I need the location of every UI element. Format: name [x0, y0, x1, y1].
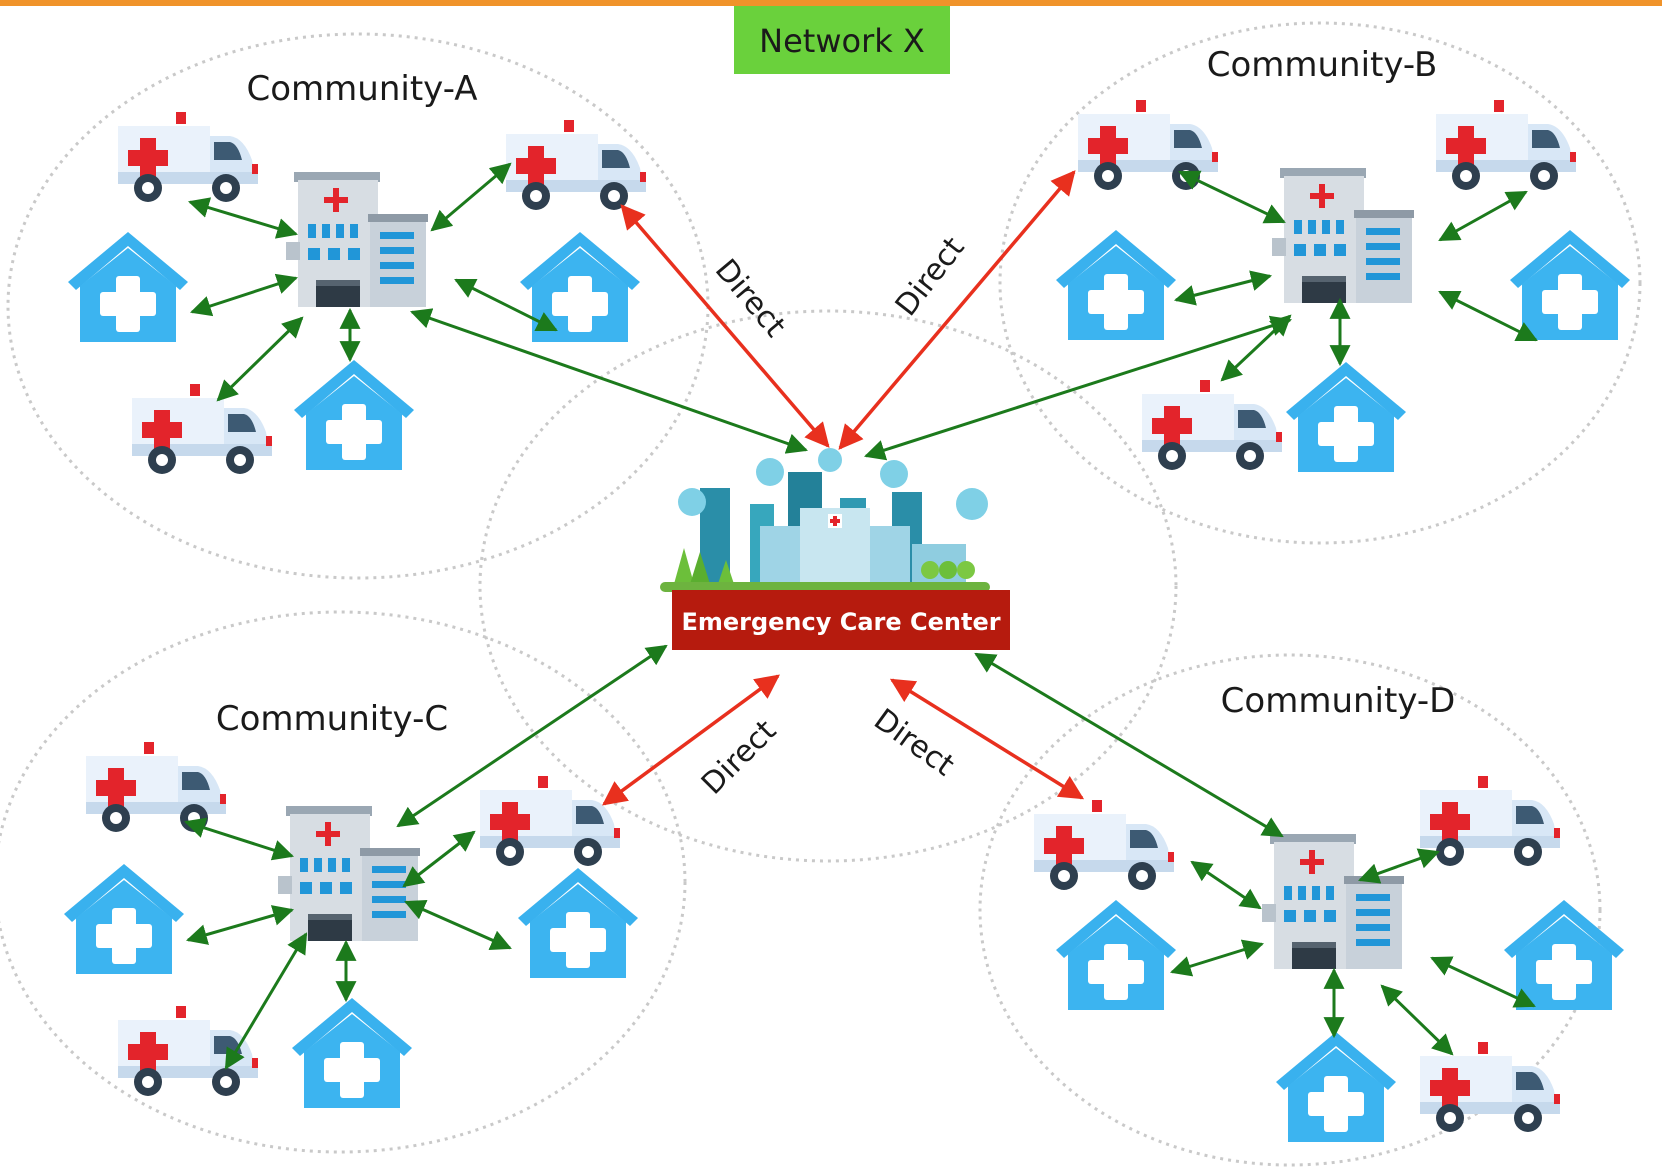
- location-icon: [818, 448, 842, 472]
- link-a-amb2: [430, 162, 512, 232]
- link-b-clinic2: [1438, 290, 1538, 342]
- link-d-amb1: [1190, 860, 1262, 910]
- ambulance-icon: [1078, 100, 1218, 190]
- community-c-label: Community-C: [216, 699, 448, 739]
- link-c-clinic2: [404, 900, 512, 950]
- clinic-house-icon: [1276, 1032, 1396, 1142]
- community-c-boundary: [0, 610, 687, 1154]
- link-b-amb1: [1178, 170, 1286, 224]
- direct-link-d: [889, 678, 1085, 800]
- clinic-house-icon: [518, 868, 638, 978]
- city-skyline-icon: [660, 472, 990, 592]
- community-d-boundary: [978, 653, 1602, 1167]
- ambulance-icon: [86, 742, 226, 832]
- ambulance-icon: [1420, 776, 1560, 866]
- clinic-house-icon: [294, 360, 414, 470]
- ambulance-icon: [506, 120, 646, 210]
- clinic-house-icon: [64, 864, 184, 974]
- direct-link-c: [602, 674, 780, 806]
- chart-icon: [956, 488, 988, 520]
- ambulance-icon: [480, 776, 620, 866]
- ambulance-icon: [1034, 800, 1174, 890]
- direct-label-a: Direct: [708, 253, 793, 344]
- link-b-amb2: [1438, 190, 1528, 242]
- monitor-icon: [880, 460, 908, 488]
- ecc-label-bg: [672, 590, 1010, 650]
- clinic-house-icon: [1056, 900, 1176, 1010]
- direct-links: [602, 170, 1085, 806]
- ecc-label-text: Emergency Care Center: [681, 608, 1000, 636]
- network-label: Network X: [734, 6, 950, 74]
- network-label-text: Network X: [759, 22, 925, 60]
- link-c-clinic1: [185, 905, 295, 945]
- ambulance-icon: [1436, 100, 1576, 190]
- ambulance-icon: [118, 112, 258, 202]
- clinic-house-icon: [292, 998, 412, 1108]
- clinic-house-icon: [520, 232, 640, 342]
- hospital-building-icon: [286, 172, 428, 307]
- link-c-amb2: [402, 830, 476, 888]
- community-d-label: Community-D: [1221, 681, 1456, 721]
- link-c-amb1: [184, 817, 294, 861]
- link-d-clinic2: [1430, 956, 1536, 1008]
- link-d-amb3: [1380, 984, 1454, 1056]
- community-b-label: Community-B: [1207, 45, 1438, 85]
- clinic-house-icon: [1056, 230, 1176, 340]
- community-a: [68, 112, 646, 474]
- clinic-house-icon: [1504, 900, 1624, 1010]
- community-a-label: Community-A: [247, 69, 478, 109]
- link-a-amb1: [187, 197, 299, 239]
- emergency-care-center: Emergency Care Center: [660, 448, 1010, 650]
- direct-link-b: [838, 170, 1076, 450]
- link-a-amb3: [216, 316, 304, 402]
- link-b-amb3: [1220, 314, 1292, 382]
- top-accent-bar: [0, 0, 1662, 6]
- link-d-clinic1: [1169, 939, 1265, 977]
- community-b: [1056, 100, 1630, 472]
- link-b-clinic1: [1173, 270, 1273, 306]
- link-c-amb3: [224, 932, 308, 1070]
- direct-link-a: [620, 204, 830, 448]
- clinic-house-icon: [1286, 362, 1406, 472]
- ambulance-badge-icon: [756, 458, 784, 486]
- link-d-amb2: [1358, 848, 1440, 884]
- hospital-building-icon: [1272, 168, 1414, 303]
- ambulance-icon: [1420, 1042, 1560, 1132]
- hospital-building-icon: [1262, 834, 1404, 969]
- ambulance-icon: [132, 384, 272, 474]
- community-c: [64, 742, 638, 1108]
- clinic-house-icon: [68, 232, 188, 342]
- community-d: [1034, 776, 1624, 1142]
- network-label-bg: [734, 6, 950, 74]
- clinic-house-icon: [1510, 230, 1630, 340]
- ambulance-icon: [1142, 380, 1282, 470]
- phone-icon: [678, 488, 706, 516]
- link-a-clinic1: [190, 273, 298, 317]
